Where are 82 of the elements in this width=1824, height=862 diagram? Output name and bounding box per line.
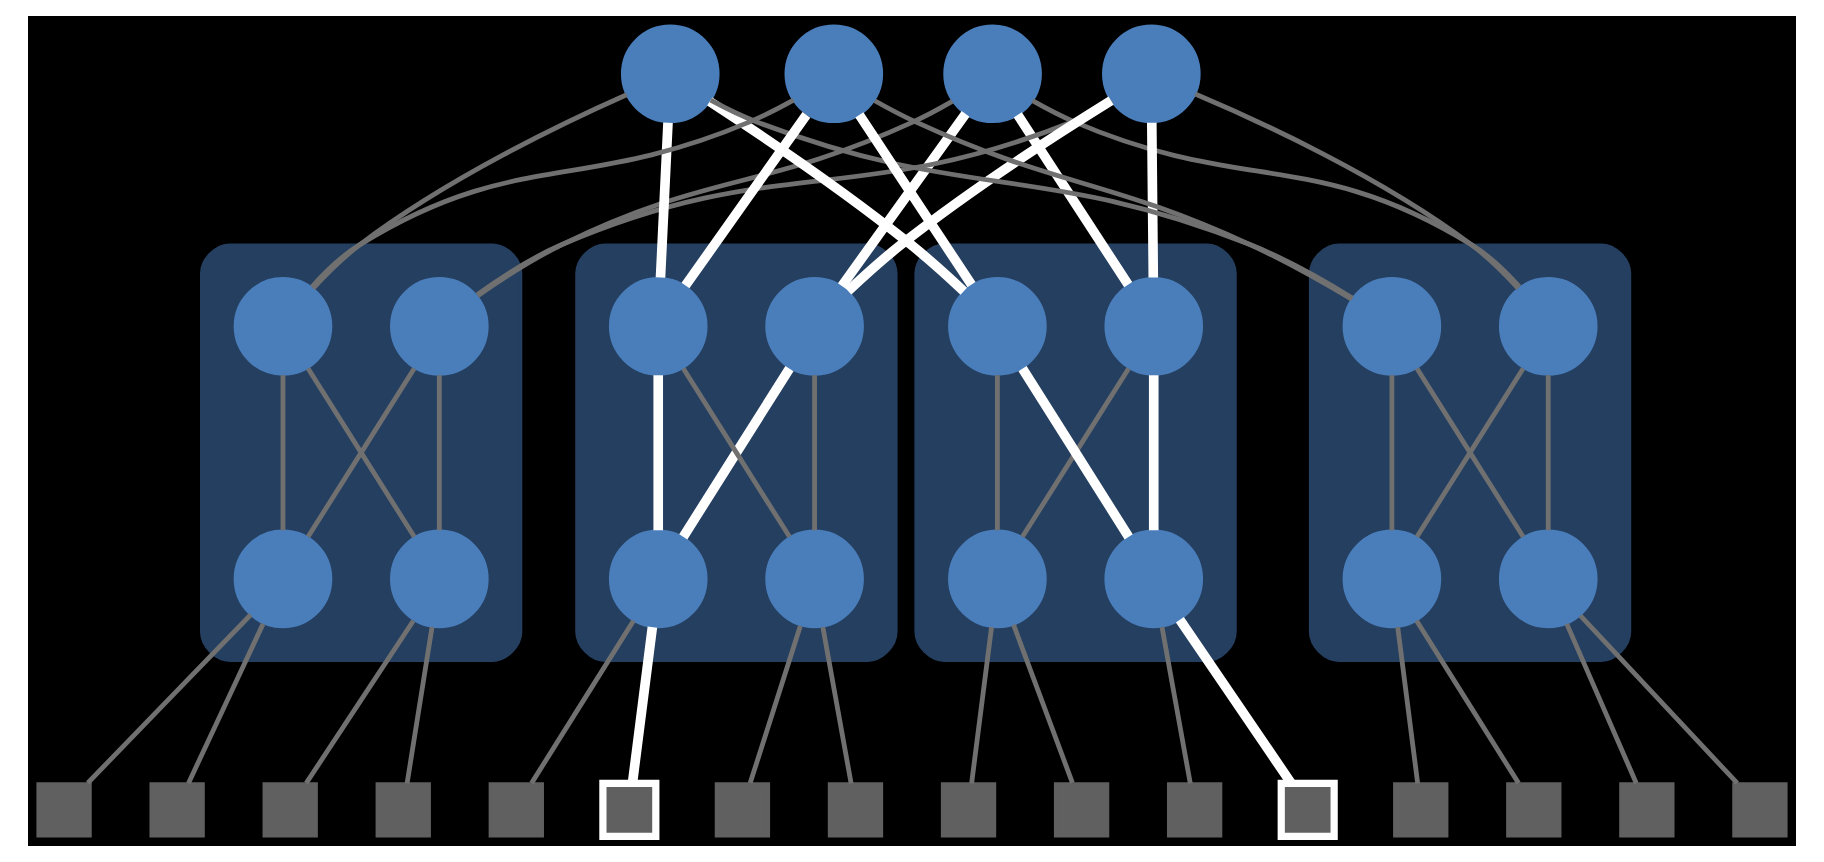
- node-box: [1619, 782, 1675, 838]
- connector: [655, 122, 673, 278]
- node-circle: [620, 24, 720, 124]
- node-circle: [1342, 529, 1442, 629]
- connector: [747, 625, 803, 784]
- node-circle: [948, 529, 1047, 629]
- connector: [653, 375, 664, 531]
- cluster: [914, 243, 1237, 662]
- node-circle: [948, 277, 1047, 376]
- connector: [306, 367, 417, 539]
- connector: [1148, 375, 1159, 531]
- connector: [1578, 614, 1739, 785]
- connector: [820, 626, 854, 784]
- node-circle: [390, 529, 489, 629]
- node-circle: [943, 24, 1042, 124]
- connector: [1147, 122, 1159, 278]
- node-circle: [765, 529, 864, 629]
- connector: [280, 375, 286, 531]
- cluster: [200, 243, 523, 662]
- node-box: [940, 782, 997, 838]
- connector: [1389, 375, 1395, 531]
- node-circle: [608, 529, 708, 629]
- node-circle: [1498, 277, 1598, 376]
- node-circle: [765, 277, 864, 376]
- connector: [873, 98, 1353, 302]
- connector: [311, 92, 628, 291]
- connector: [404, 626, 435, 784]
- node-box: [1732, 782, 1788, 838]
- connector: [1545, 375, 1551, 531]
- node-box: [599, 779, 660, 840]
- connector: [529, 619, 636, 785]
- connector: [837, 111, 970, 289]
- node-box: [1277, 779, 1338, 840]
- node-circle: [390, 277, 489, 376]
- node-circle: [233, 277, 333, 376]
- connector: [304, 619, 416, 785]
- connector: [707, 97, 968, 295]
- connector: [1175, 617, 1295, 786]
- connector: [1013, 112, 1133, 288]
- connector: [681, 112, 811, 289]
- connector: [1395, 626, 1421, 784]
- connector: [86, 613, 253, 785]
- connector: [1031, 98, 1522, 289]
- connector: [1194, 91, 1520, 290]
- cluster: [1308, 243, 1632, 662]
- connector: [475, 99, 1114, 297]
- connector: [844, 96, 1114, 295]
- connector: [1011, 624, 1075, 784]
- connector: [1564, 622, 1639, 785]
- connector: [855, 112, 976, 288]
- node-circle: [1104, 277, 1204, 376]
- node-circle: [1104, 529, 1204, 629]
- node-box: [827, 782, 884, 838]
- connector: [1414, 619, 1521, 785]
- node-box: [714, 782, 771, 838]
- node-circle: [1498, 529, 1598, 629]
- node-box: [1166, 782, 1223, 838]
- connector: [627, 626, 658, 784]
- node-circle: [1102, 24, 1201, 124]
- connector: [1159, 626, 1193, 784]
- node-box: [36, 782, 92, 838]
- connector: [436, 375, 442, 531]
- connector: [476, 99, 954, 298]
- connector: [709, 98, 1354, 301]
- connector: [186, 622, 266, 785]
- node-box: [149, 782, 205, 838]
- node-box: [1393, 782, 1449, 838]
- node-box: [1506, 782, 1562, 838]
- node-box: [375, 782, 431, 838]
- connector: [812, 375, 817, 531]
- node-circle: [608, 277, 708, 376]
- connector: [310, 98, 795, 289]
- connector: [969, 626, 994, 784]
- node-circle: [1342, 277, 1442, 376]
- connector: [1414, 367, 1526, 539]
- node-box: [262, 782, 318, 838]
- cluster: [575, 243, 898, 662]
- node-box: [488, 782, 544, 838]
- node-box: [1053, 782, 1110, 838]
- connector: [995, 375, 1000, 531]
- node-circle: [233, 529, 333, 629]
- node-circle: [784, 24, 884, 124]
